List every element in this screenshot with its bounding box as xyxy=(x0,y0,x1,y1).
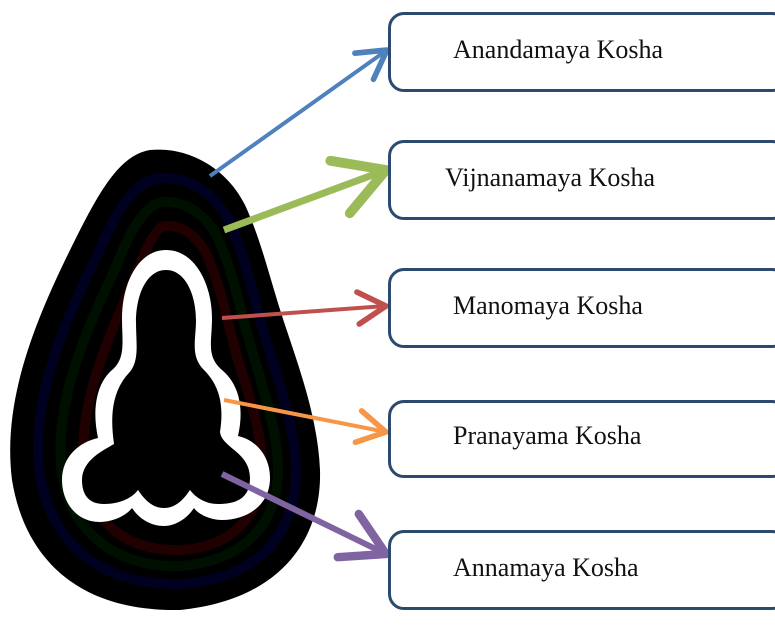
kosha-label: Manomaya Kosha xyxy=(453,291,643,321)
kosha-box-vijnanamaya: Vijnanamaya Kosha xyxy=(388,140,775,220)
kosha-label: Anandamaya Kosha xyxy=(453,35,663,65)
kosha-box-manomaya: Manomaya Kosha xyxy=(388,268,775,348)
arrow-vijnanamaya xyxy=(224,170,386,230)
kosha-box-pranayama: Pranayama Kosha xyxy=(388,400,775,478)
kosha-label: Pranayama Kosha xyxy=(453,421,641,451)
kosha-label: Annamaya Kosha xyxy=(453,553,639,583)
arrow-anandamaya xyxy=(210,50,387,176)
kosha-box-annamaya: Annamaya Kosha xyxy=(388,530,775,610)
kosha-box-anandamaya: Anandamaya Kosha xyxy=(388,12,775,92)
kosha-label: Vijnanamaya Kosha xyxy=(445,163,655,193)
meditating-figure-icon xyxy=(10,150,320,610)
